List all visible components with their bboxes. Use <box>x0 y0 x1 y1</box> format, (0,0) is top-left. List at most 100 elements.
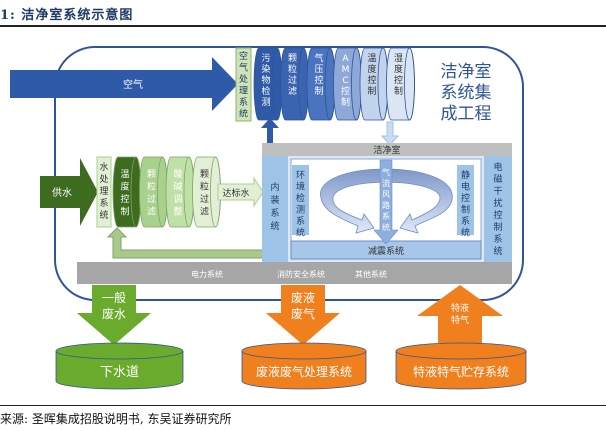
svg-text:统: 统 <box>239 108 248 120</box>
bottom-rule <box>0 405 606 406</box>
svg-text:理: 理 <box>99 186 108 197</box>
svg-text:度: 度 <box>120 181 129 193</box>
water-stage-4 <box>192 156 221 228</box>
svg-text:系: 系 <box>270 208 279 219</box>
svg-text:整: 整 <box>173 206 182 218</box>
svg-text:系: 系 <box>296 216 305 227</box>
svg-text:水: 水 <box>99 161 108 173</box>
top-rule <box>0 25 606 27</box>
qualified-water-label: 达标水 <box>222 187 249 199</box>
svg-text:制: 制 <box>120 206 129 218</box>
svg-text:粒: 粒 <box>288 63 297 75</box>
svg-text:碱: 碱 <box>173 182 182 193</box>
output-arrow-1 <box>77 285 151 345</box>
utility-3: 其他系统 <box>355 269 387 279</box>
svg-text:统: 统 <box>296 227 305 239</box>
svg-text:处: 处 <box>239 73 248 85</box>
tank-label-2: 废液废气处理系统 <box>256 364 352 379</box>
svg-text:气: 气 <box>239 62 248 74</box>
svg-text:制: 制 <box>493 221 502 233</box>
integration-label-line-1: 洁净室 <box>441 62 492 82</box>
air-stage-6 <box>386 47 415 121</box>
svg-text:制: 制 <box>461 204 470 216</box>
svg-text:颗: 颗 <box>200 169 209 180</box>
interior-system-box <box>262 156 288 262</box>
emi-control-box <box>484 156 512 262</box>
tank-top-2 <box>241 342 367 360</box>
svg-text:C: C <box>342 76 348 86</box>
svg-text:滤: 滤 <box>200 206 209 218</box>
svg-text:M: M <box>342 65 350 75</box>
svg-text:流: 流 <box>382 178 390 188</box>
output-arrow-3 <box>417 285 503 343</box>
svg-text:控: 控 <box>314 74 323 86</box>
cleanroom-header-bar <box>262 143 512 156</box>
svg-text:特气: 特气 <box>451 314 469 326</box>
air-stage-2 <box>280 47 309 121</box>
svg-text:控: 控 <box>461 192 470 204</box>
svg-text:控: 控 <box>341 85 350 97</box>
output-arrow-label-2: 废液 <box>291 290 315 305</box>
svg-text:控: 控 <box>493 209 502 221</box>
utility-1: 电力系统 <box>191 269 223 279</box>
svg-text:系: 系 <box>99 198 108 209</box>
svg-text:空: 空 <box>239 50 248 62</box>
air-return-up-arrow <box>261 118 279 143</box>
airflow-circulation-arrow <box>320 168 453 234</box>
svg-text:颗: 颗 <box>147 169 156 180</box>
svg-text:压: 压 <box>314 64 323 75</box>
svg-text:废气: 废气 <box>291 306 315 321</box>
figure-source: 来源: 圣晖集成招股说明书, 东吴证券研究所 <box>0 412 232 426</box>
svg-text:干: 干 <box>493 186 502 197</box>
output-arrow-label-1: 一般 <box>102 290 126 305</box>
svg-text:控: 控 <box>367 74 376 86</box>
air-arrow-label: 空气 <box>123 78 143 91</box>
svg-text:境: 境 <box>296 181 305 193</box>
svg-text:测: 测 <box>261 97 270 108</box>
svg-text:处: 处 <box>99 173 108 185</box>
water-return-arrow <box>106 227 264 259</box>
svg-text:A: A <box>342 54 349 64</box>
svg-text:制: 制 <box>314 85 323 97</box>
svg-text:过: 过 <box>147 193 156 205</box>
utilities-bar <box>77 262 512 284</box>
svg-text:度: 度 <box>394 63 403 75</box>
svg-text:扰: 扰 <box>493 197 502 209</box>
tank-body-2 <box>241 351 367 390</box>
env-monitoring-box <box>292 165 309 235</box>
water-handler-box <box>96 156 112 228</box>
tank-top-3 <box>395 342 527 360</box>
svg-text:理: 理 <box>239 86 248 97</box>
output-arrow-2 <box>266 285 340 345</box>
tank-top-1 <box>55 342 184 360</box>
svg-text:污: 污 <box>261 52 270 64</box>
air-handler-box <box>235 47 252 122</box>
svg-text:环: 环 <box>296 170 305 181</box>
static-control-box <box>457 165 474 235</box>
svg-text:系: 系 <box>493 234 502 245</box>
svg-text:系: 系 <box>461 216 470 227</box>
integration-label-line-2: 系统集 <box>441 83 492 103</box>
svg-text:控: 控 <box>120 193 129 205</box>
svg-text:统: 统 <box>270 220 279 232</box>
svg-text:酸: 酸 <box>173 169 182 180</box>
svg-text:湿: 湿 <box>394 53 403 64</box>
